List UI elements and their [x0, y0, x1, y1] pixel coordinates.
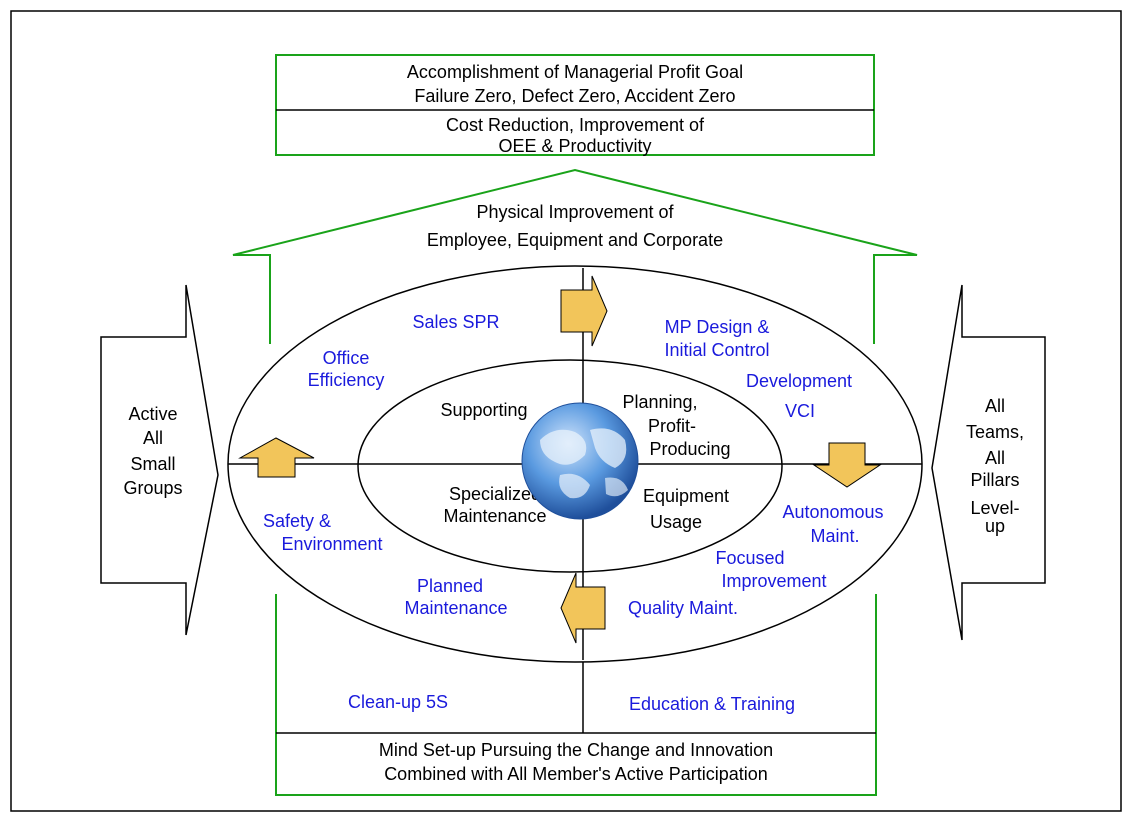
right-arrow-line-1: All: [985, 396, 1005, 416]
left-arrow-line-2: All: [143, 428, 163, 448]
sales-spr-label: Sales SPR: [412, 312, 499, 332]
office-efficiency-label-2: Efficiency: [308, 370, 385, 390]
right-arrow-line-6: up: [985, 516, 1005, 536]
planning-label-3: Producing: [649, 439, 730, 459]
autonomous-maint-label-2: Maint.: [810, 526, 859, 546]
foundation-outline: [275, 594, 877, 796]
mp-design-label-1: MP Design &: [665, 317, 770, 337]
right-arrow-line-2: Teams,: [966, 422, 1024, 442]
focused-improvement-label-1: Focused: [715, 548, 784, 568]
right-arrow-line-4: Pillars: [970, 470, 1019, 490]
globe-icon: [521, 402, 639, 520]
top-goal-box-outline: [275, 54, 875, 156]
goal-line-1: Accomplishment of Managerial Profit Goal: [407, 62, 743, 82]
cost-line-1: Cost Reduction, Improvement of: [446, 115, 705, 135]
autonomous-maint-label-1: Autonomous: [782, 502, 883, 522]
safety-environment-label-2: Environment: [281, 534, 382, 554]
left-side-arrow: [100, 284, 219, 636]
page-frame: [10, 10, 1122, 812]
pillar-labels: Sales SPR Office Efficiency MP Design & …: [263, 312, 884, 618]
arrow-up-left: [238, 437, 315, 478]
specialized-label-2: Maintenance: [443, 506, 546, 526]
planned-maintenance-label-1: Planned: [417, 576, 483, 596]
roof-line-2: Employee, Equipment and Corporate: [427, 230, 723, 250]
right-arrow-line-5: Level-: [970, 498, 1019, 518]
goal-line-2: Failure Zero, Defect Zero, Accident Zero: [414, 86, 735, 106]
top-goal-box: Accomplishment of Managerial Profit Goal…: [275, 54, 875, 156]
education-training-label: Education & Training: [629, 694, 795, 714]
planning-label-1: Planning,: [622, 392, 697, 412]
planning-label-2: Profit-: [648, 416, 696, 436]
development-label: Development: [746, 371, 852, 391]
foundation-box: Clean-up 5S Education & Training Mind Se…: [275, 594, 877, 796]
planned-maintenance-label-2: Maintenance: [404, 598, 507, 618]
left-arrow-line-3: Small: [130, 454, 175, 474]
mind-line-2: Combined with All Member's Active Partic…: [384, 764, 768, 784]
cost-line-2: OEE & Productivity: [498, 136, 651, 156]
left-arrow-line-1: Active: [128, 404, 177, 424]
arrow-right-top: [560, 275, 608, 347]
supporting-label: Supporting: [440, 400, 527, 420]
office-efficiency-label-1: Office: [323, 348, 370, 368]
arrow-left-bottom: [560, 572, 606, 644]
equipment-label-2: Usage: [650, 512, 702, 532]
specialized-label-1: Specialized: [449, 484, 541, 504]
roof-line-1: Physical Improvement of: [476, 202, 674, 222]
right-arrow-line-3: All: [985, 448, 1005, 468]
quality-maint-label: Quality Maint.: [628, 598, 738, 618]
arrow-down-right: [812, 442, 882, 488]
roof-arrow: [232, 168, 918, 344]
vci-label: VCI: [785, 401, 815, 421]
cleanup-5s-label: Clean-up 5S: [348, 692, 448, 712]
right-side-arrow: [931, 284, 1046, 641]
mp-design-label-2: Initial Control: [664, 340, 769, 360]
mind-line-1: Mind Set-up Pursuing the Change and Inno…: [379, 740, 773, 760]
equipment-label-1: Equipment: [643, 486, 729, 506]
left-arrow-line-4: Groups: [123, 478, 182, 498]
focused-improvement-label-2: Improvement: [721, 571, 826, 591]
safety-environment-label-1: Safety &: [263, 511, 331, 531]
